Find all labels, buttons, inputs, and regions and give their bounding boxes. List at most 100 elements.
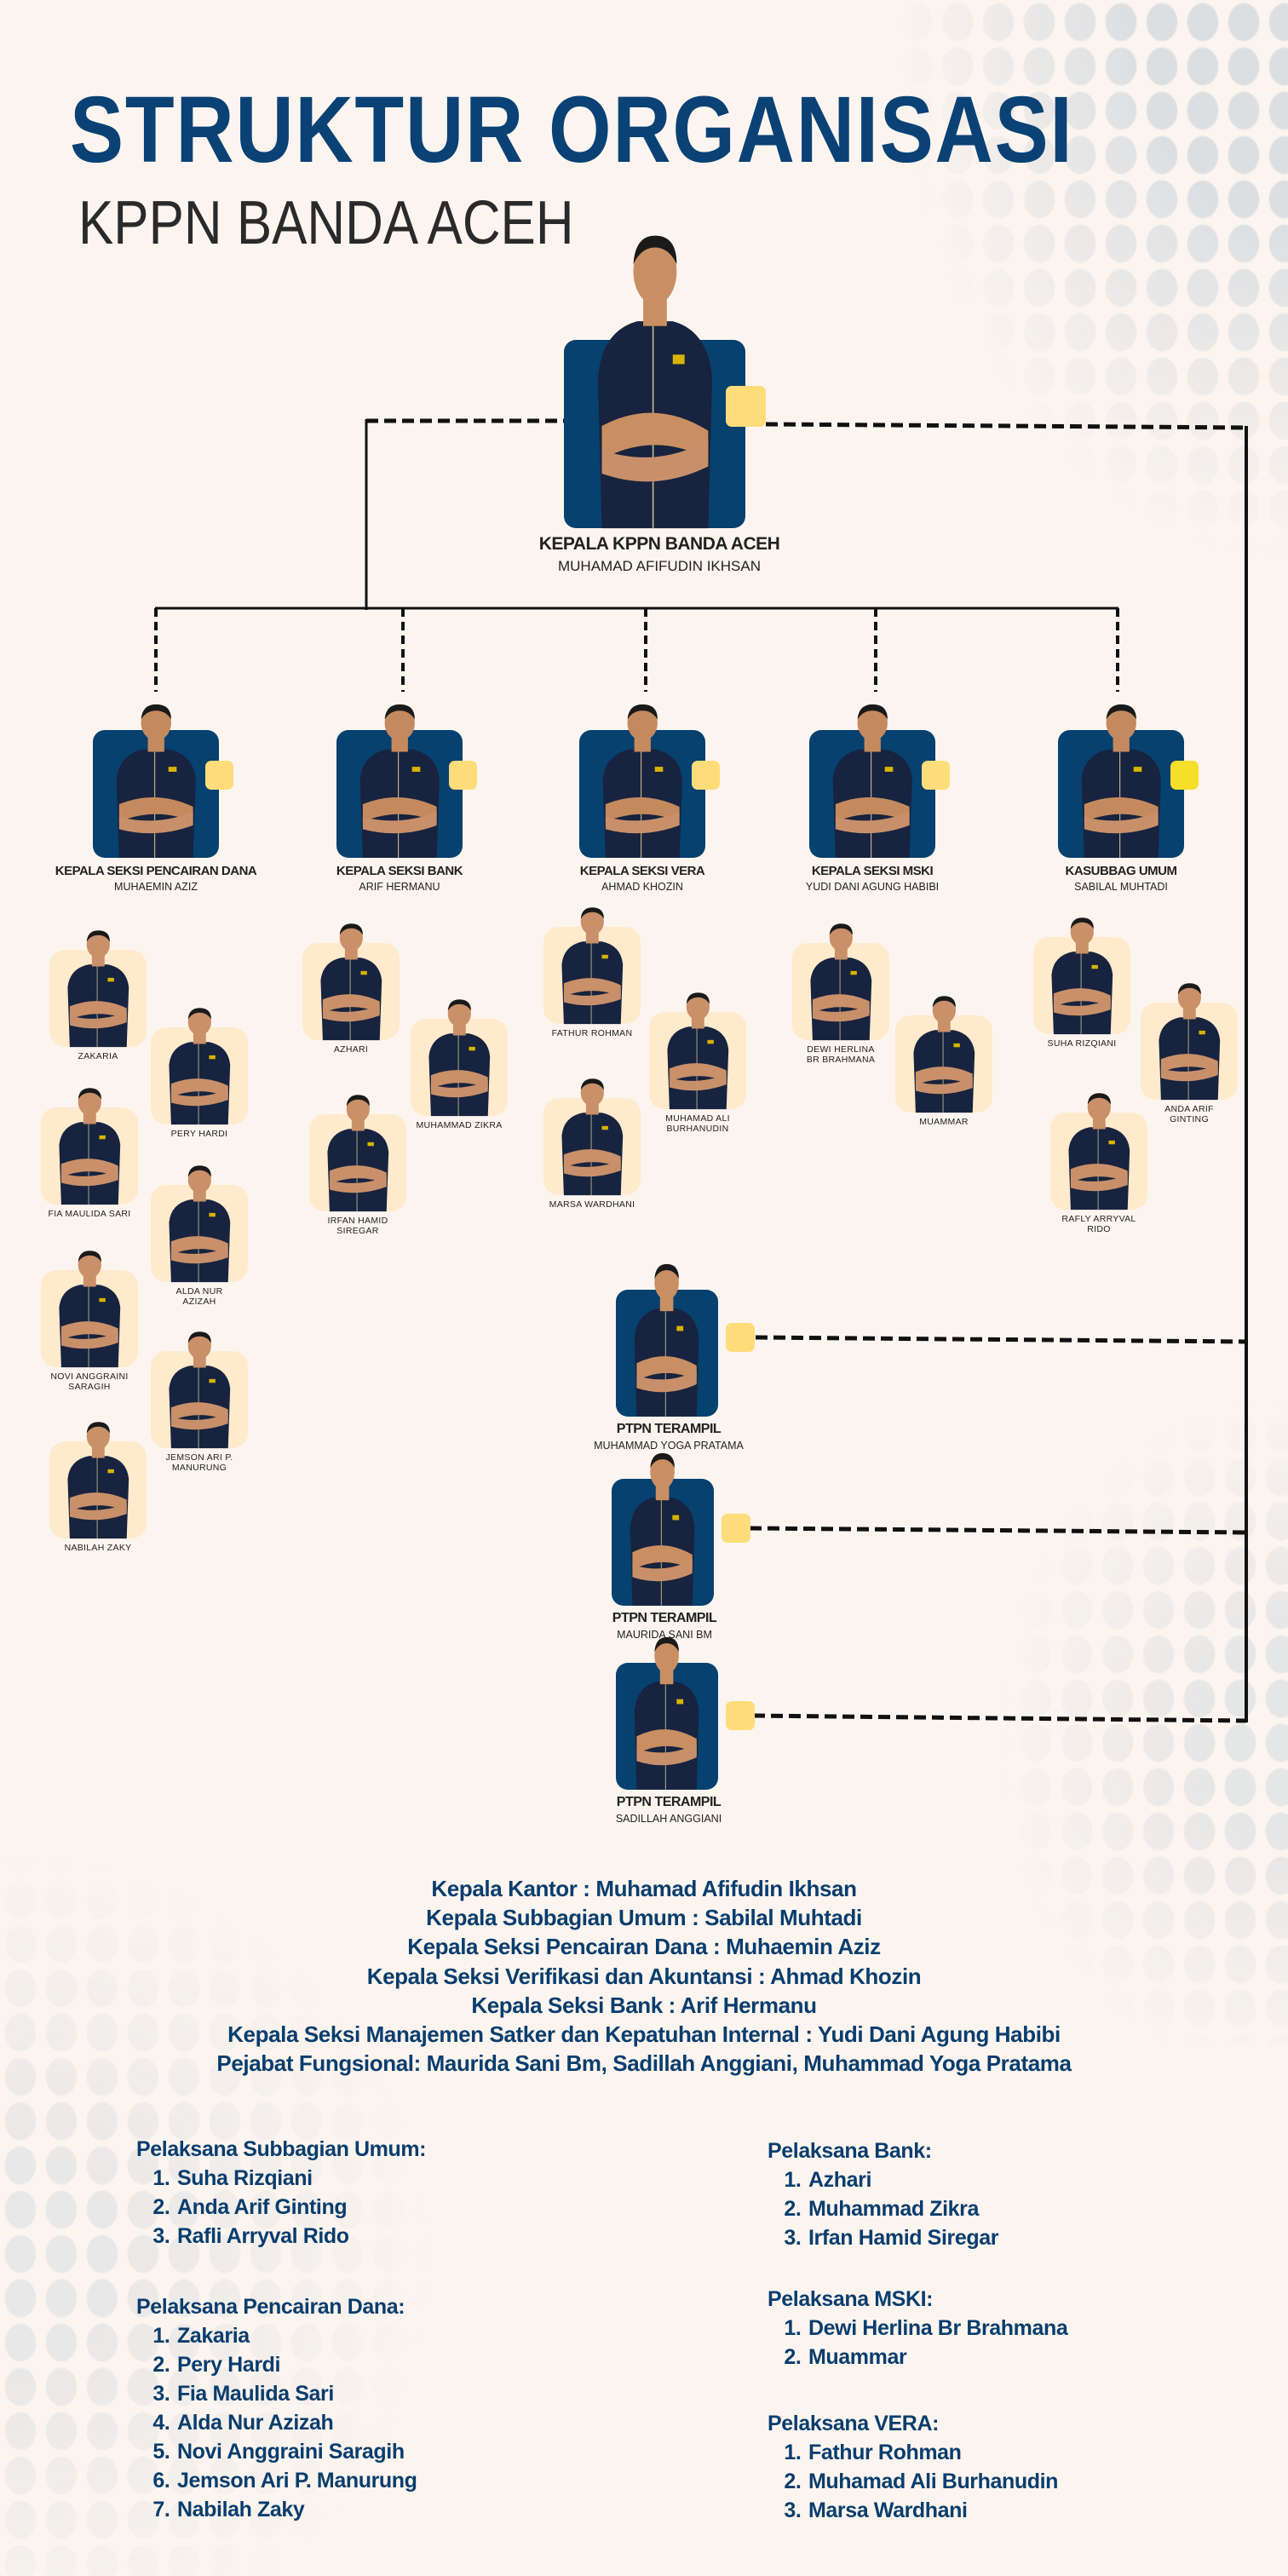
list-item: Muammar	[807, 2343, 1067, 2372]
list-item: Suha Rizqiani	[175, 2164, 426, 2193]
staff-name: MUHAMAD ALI BURHANUDIN	[665, 1113, 730, 1135]
section-head-role: KEPALA SEKSI BANK	[336, 864, 463, 878]
functional-name: MAURIDA SANI BM	[617, 1629, 712, 1641]
section-head-photo-card	[1058, 704, 1184, 858]
staff-list-heading: Pelaksana Subbagian Umum:	[136, 2137, 427, 2161]
summary-line: Pejabat Fungsional: Maurida Sani Bm, Sad…	[216, 2050, 1072, 2077]
list-item: Dewi Herlina Br Brahmana	[807, 2314, 1068, 2343]
staff-list-items: AzhariMuhammad ZikraIrfan Hamid Siregar	[768, 2165, 998, 2252]
head-role: KEPALA KPPN BANDA ACEH	[538, 534, 780, 554]
head-photo-card	[564, 235, 745, 528]
staff-name: JEMSON ARI P. MANURUNG	[165, 1452, 233, 1474]
summary-line: Kepala Kantor : Muhamad Afifudin Ikhsan	[431, 1876, 857, 1901]
staff-list: Pelaksana Subbagian Umum: Suha RizqianiAn…	[136, 2135, 427, 2251]
person-photo	[630, 1453, 695, 1606]
connector-tab	[726, 1323, 755, 1352]
staff-name: ANDA ARIF GINTING	[1164, 1104, 1214, 1125]
person-photo	[810, 923, 871, 1040]
staff-photo-card	[649, 992, 746, 1109]
person-photo	[169, 1331, 230, 1448]
page-subtitle: KPPN BANDA ACEH	[78, 189, 574, 257]
staff-photo-card	[49, 930, 147, 1047]
list-item: Alda Nur Azizah	[175, 2408, 417, 2437]
staff-list: Pelaksana MSKI: Dewi Herlina Br BrahmanaM…	[768, 2285, 1068, 2372]
staff-list-heading: Pelaksana MSKI:	[768, 2287, 934, 2311]
person-photo	[169, 1008, 230, 1124]
staff-photo-card	[151, 1008, 248, 1124]
person-photo	[597, 235, 712, 528]
person-photo	[359, 704, 440, 858]
staff-name: FATHUR ROHMAN	[551, 1028, 633, 1038]
functional-photo-card	[616, 1264, 718, 1417]
halftone-dots-decoration	[852, 1278, 1288, 2044]
halftone-dots-decoration	[0, 1789, 647, 2576]
person-photo	[635, 1264, 699, 1417]
staff-name: PERY HARDI	[170, 1129, 228, 1139]
person-photo	[59, 1088, 120, 1205]
staff-list-heading: Pelaksana Pencairan Dana:	[136, 2295, 405, 2319]
list-item: Nabilah Zaky	[175, 2495, 417, 2524]
connector-tab	[922, 761, 950, 790]
person-photo	[913, 996, 975, 1113]
staff-name: DEWI HERLINA BR BRAHMANA	[806, 1044, 876, 1066]
person-photo	[561, 907, 623, 1024]
staff-list-items: ZakariaPery HardiFia Maulida SariAlda Nu…	[136, 2321, 417, 2524]
staff-list: Pelaksana Bank:AzhariMuhammad ZikraIrfan…	[768, 2136, 998, 2252]
staff-name: MUHAMMAD ZIKRA	[416, 1120, 503, 1130]
person-photo	[1081, 704, 1161, 858]
person-photo	[67, 1422, 129, 1538]
list-item: Fia Maulida Sari	[175, 2379, 417, 2408]
staff-list-heading: Pelaksana VERA:	[768, 2412, 940, 2435]
summary-line: Kepala Seksi Verifikasi dan Akuntansi : …	[366, 1963, 922, 1989]
staff-name: NOVI ANGGRAINI SARAGIH	[50, 1371, 129, 1393]
list-item: Rafli Arryval Rido	[175, 2222, 426, 2251]
staff-list-items: Suha RizqianiAnda Arif GintingRafli Arry…	[136, 2164, 426, 2251]
staff-name: MUAMMAR	[919, 1117, 969, 1127]
summary-line: Kepala Seksi Pencairan Dana : Muhaemin A…	[407, 1934, 881, 1960]
section-head-photo-card	[93, 704, 219, 858]
staff-name: RAFLY ARRYVAL RIDO	[1061, 1214, 1136, 1235]
staff-name: IRFAN HAMID SIREGAR	[327, 1216, 388, 1237]
staff-name: ZAKARIA	[78, 1051, 118, 1061]
person-photo	[1159, 983, 1220, 1100]
person-photo	[59, 1251, 120, 1367]
section-head-name: YUDI DANI AGUNG HABIBI	[805, 881, 940, 893]
section-head-photo-card	[809, 704, 935, 858]
staff-name: NABILAH ZAKY	[64, 1543, 132, 1553]
person-photo	[428, 999, 490, 1116]
staff-photo-card	[1033, 917, 1130, 1034]
functional-name: SADILLAH ANGGIANI	[615, 1813, 722, 1825]
list-item: Irfan Hamid Siregar	[807, 2223, 998, 2252]
section-head-name: SABILAL MUHTADI	[1074, 881, 1168, 893]
staff-photo-card	[895, 996, 992, 1113]
functional-photo-card	[612, 1453, 714, 1606]
person-photo	[169, 1165, 230, 1282]
list-item: Anda Arif Ginting	[175, 2193, 426, 2222]
staff-photo-card	[543, 1078, 641, 1195]
section-head-name: MUHAEMIN AZIZ	[114, 881, 198, 893]
person-photo	[1051, 917, 1113, 1034]
connector-tab	[205, 761, 233, 790]
person-photo	[327, 1095, 388, 1211]
staff-list: Pelaksana Pencairan Dana:ZakariaPery Har…	[136, 2292, 417, 2524]
staff-list: Pelaksana VERA:Fathur RohmanMuhamad Ali …	[768, 2409, 1058, 2525]
list-item: Zakaria	[175, 2321, 417, 2350]
staff-name: SUHA RIZQIANI	[1047, 1038, 1117, 1049]
page-title: STRUKTUR ORGANISASI	[70, 78, 1074, 182]
connector-tab	[449, 761, 477, 790]
staff-list-heading: Pelaksana Bank:	[768, 2139, 932, 2163]
staff-photo-card	[792, 923, 889, 1040]
list-item: Novi Anggraini Saragih	[175, 2437, 417, 2466]
connector-tab	[1170, 761, 1199, 790]
section-head-photo-card	[579, 704, 705, 858]
person-photo	[1068, 1093, 1130, 1210]
list-item: Fathur Rohman	[807, 2438, 1058, 2467]
staff-name: MARSA WARDHANI	[549, 1199, 635, 1210]
summary-line: Kepala Subbagian Umum : Sabilal Muhtadi	[426, 1905, 862, 1931]
list-item: Azhari	[807, 2165, 998, 2194]
person-photo	[832, 704, 912, 858]
section-head-role: KEPALA SEKSI VERA	[579, 864, 705, 878]
staff-name: ALDA NUR AZIZAH	[175, 1286, 223, 1308]
staff-photo-card	[151, 1331, 248, 1448]
staff-photo-card	[1141, 983, 1238, 1100]
